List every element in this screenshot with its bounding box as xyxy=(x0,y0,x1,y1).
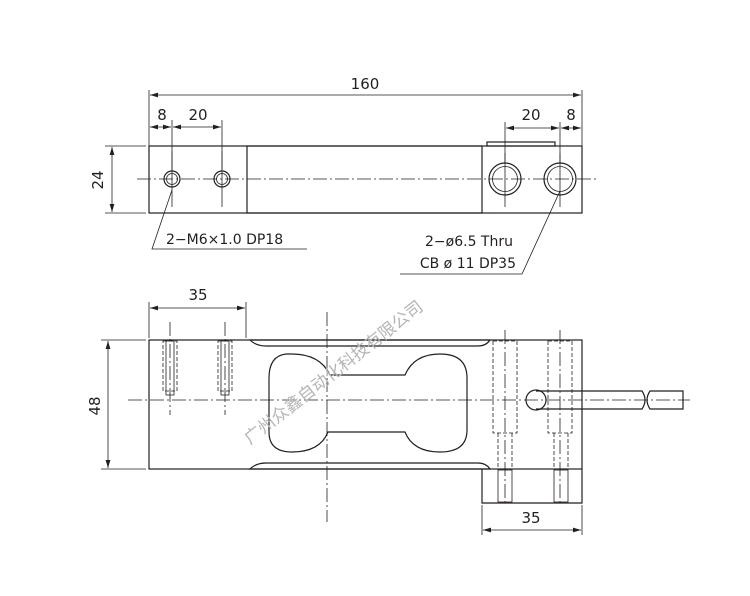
strain-area-hatch xyxy=(246,145,483,214)
bolt-section-right xyxy=(553,469,569,503)
thru-note-line1: 2−ø6.5 Thru xyxy=(425,234,513,250)
top-recess xyxy=(248,339,492,347)
cable-end xyxy=(646,390,684,410)
dim-24-label: 24 xyxy=(89,170,107,189)
dim-right-20-label: 20 xyxy=(521,106,540,124)
dim-35-top-label: 35 xyxy=(188,286,207,304)
counterbore-callout: 2−ø6.5 Thru CB ø 11 DP35 xyxy=(400,190,561,275)
dimension-48: 48 xyxy=(86,339,146,470)
bending-beam-cutout xyxy=(268,353,468,453)
cable xyxy=(525,389,684,411)
mounting-foot-hatch xyxy=(481,469,583,504)
dimension-160: 160 xyxy=(148,75,583,146)
top-view: 160 8 20 20 8 24 2−M6×1.0 DP18 2−ø6.5 xyxy=(89,75,597,275)
dim-left-8-label: 8 xyxy=(157,106,167,124)
tapped-hole-right xyxy=(217,322,233,415)
dim-right-8-label: 8 xyxy=(566,106,576,124)
dimension-35-bottom: 35 xyxy=(481,505,583,535)
counterbore-section xyxy=(492,330,573,505)
dim-160-label: 160 xyxy=(351,75,380,93)
dimension-left-offsets: 8 20 xyxy=(150,106,223,170)
thread-callout: 2−M6×1.0 DP18 xyxy=(151,189,307,250)
cable-tab xyxy=(486,141,556,147)
dimension-35-top: 35 xyxy=(148,286,247,338)
cable-gland xyxy=(525,389,547,411)
tapped-hole-left xyxy=(162,322,178,415)
bottom-recess xyxy=(248,462,492,470)
dimension-24: 24 xyxy=(89,145,146,214)
thru-note-line2: CB ø 11 DP35 xyxy=(420,256,516,272)
dim-48-label: 48 xyxy=(86,396,104,415)
thread-note: 2−M6×1.0 DP18 xyxy=(166,232,283,248)
dimension-right-offsets: 20 8 xyxy=(504,106,581,163)
dim-left-20-label: 20 xyxy=(188,106,207,124)
dim-35-bottom-label: 35 xyxy=(521,509,540,527)
side-view: 35 48 35 xyxy=(86,286,690,535)
